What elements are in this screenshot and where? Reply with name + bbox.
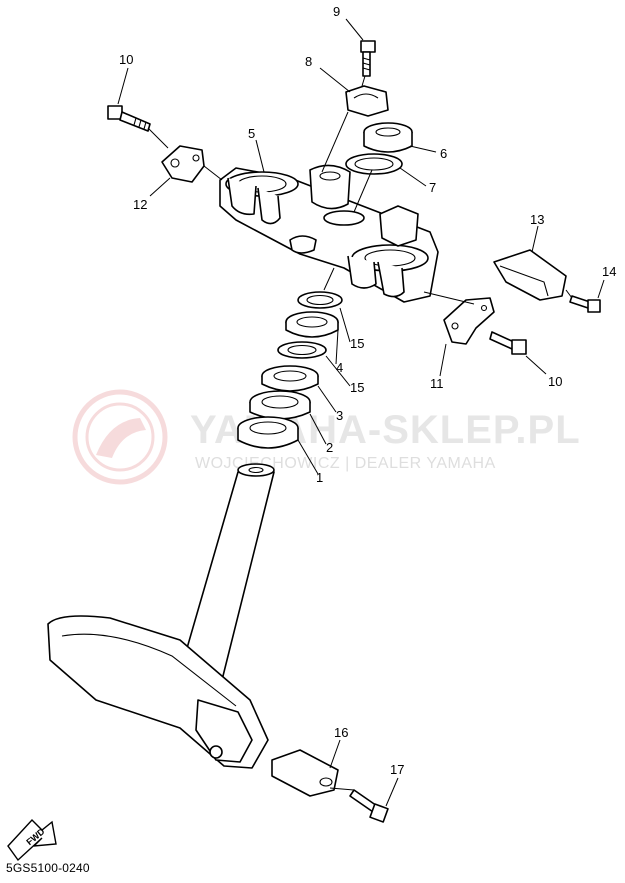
damper-6 [363, 122, 413, 153]
leader-lines [117, 18, 605, 807]
callout-13: 13 [530, 212, 544, 227]
callout-5: 5 [248, 126, 255, 141]
callout-17: 17 [390, 762, 404, 777]
washer-7 [345, 153, 403, 175]
upper-bracket-5 [219, 164, 439, 303]
callout-2: 2 [326, 440, 333, 455]
callout-7: 7 [429, 180, 436, 195]
callout-3: 3 [336, 408, 343, 423]
callout-6: 6 [440, 146, 447, 161]
washer-15-upper [297, 291, 343, 309]
bolt-10-lower [489, 331, 527, 355]
seal-1 [237, 416, 299, 449]
callout-labels: 9 8 10 5 6 7 12 13 14 15 4 15 11 10 3 2 … [119, 4, 616, 777]
callout-9: 9 [333, 4, 340, 19]
bolt-9 [360, 40, 376, 77]
bolt-10-upper [107, 105, 151, 132]
diagram-code: 5GS5100-0240 [6, 861, 90, 875]
callout-15-upper: 15 [350, 336, 364, 351]
steering-stem [47, 463, 275, 769]
bolt-14 [569, 295, 601, 313]
bracket-11 [443, 297, 495, 345]
handlebar-holder-8 [345, 85, 389, 117]
callout-10-lower: 10 [548, 374, 562, 389]
watermark-logo-icon [72, 389, 168, 485]
bracket-12 [161, 145, 205, 183]
callout-14: 14 [602, 264, 616, 279]
bolt-17 [349, 789, 389, 823]
callout-1: 1 [316, 470, 323, 485]
callout-4: 4 [336, 360, 343, 375]
bearing-2 [249, 390, 311, 420]
callout-8: 8 [305, 54, 312, 69]
ring-nut-4 [285, 311, 339, 338]
callout-15-lower: 15 [350, 380, 364, 395]
callout-10-upper: 10 [119, 52, 133, 67]
washer-15-lower [277, 341, 327, 359]
bracket-13 [493, 249, 567, 301]
callout-12: 12 [133, 197, 147, 212]
holder-16 [271, 749, 339, 797]
callout-11: 11 [430, 376, 444, 391]
callout-16: 16 [334, 725, 348, 740]
cover-3 [261, 365, 319, 392]
fwd-arrow-icon: FWD [7, 818, 57, 862]
